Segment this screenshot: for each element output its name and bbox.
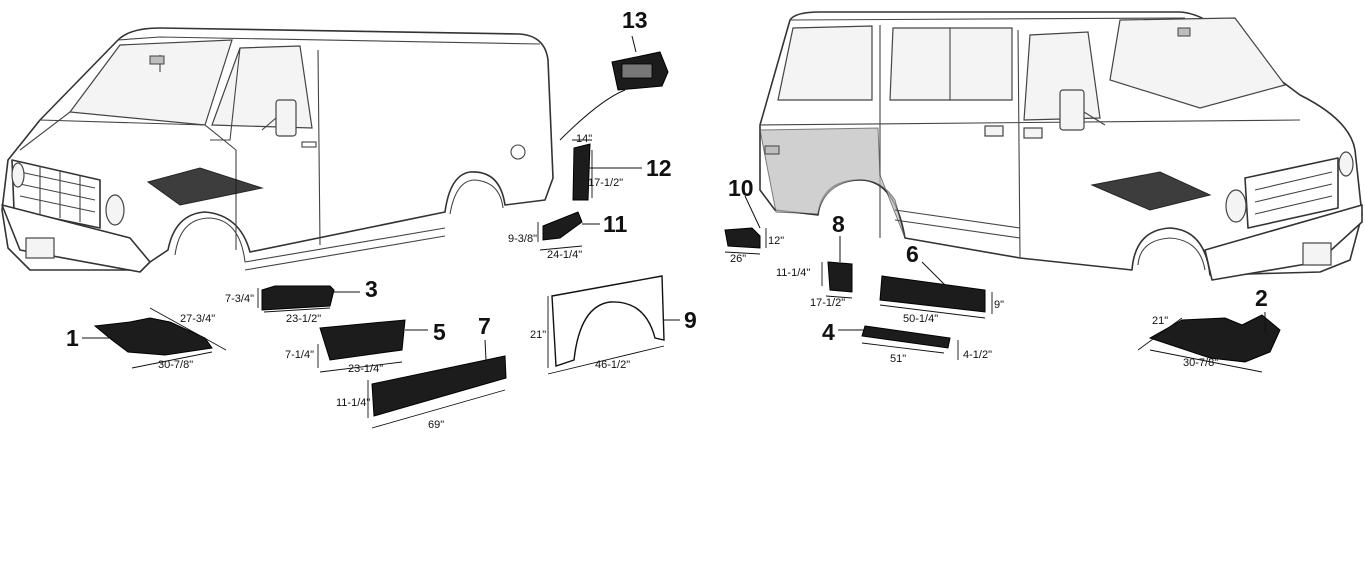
passenger-van-illustration [759, 11, 1363, 281]
part-number-label: 1 [66, 325, 79, 351]
dimension-label: 69" [428, 419, 444, 431]
dimension-label: 4-1/2" [963, 349, 992, 361]
dimension-label: 50-1/4" [903, 313, 938, 325]
part-2: 2 21" 30-7/8" [1137, 285, 1281, 373]
part-number-label: 4 [822, 319, 835, 345]
part-1: 1 27-3/4" 30-7/8" [66, 307, 227, 371]
dimension-label: 9" [994, 299, 1004, 311]
part-number-label: 13 [622, 7, 648, 33]
dimension-label: 27-3/4" [180, 313, 215, 325]
dimension-label: 17-1/2" [588, 177, 623, 189]
part-number-label: 3 [365, 276, 378, 302]
part-number-label: 8 [832, 211, 845, 237]
dimension-label: 26" [730, 253, 746, 265]
dimension-label: 46-1/2" [595, 359, 630, 371]
dimension-label: 51" [890, 353, 906, 365]
dimension-label: 30-7/8" [1183, 357, 1218, 369]
dimension-label: 21" [530, 329, 546, 341]
part-number-label: 5 [433, 319, 446, 345]
dimension-label: 21" [1152, 315, 1168, 327]
part-number-label: 7 [478, 313, 491, 339]
part-11: 11 9-3/8" 24-1/4" [508, 211, 628, 261]
part-number-label: 12 [646, 155, 672, 181]
dimension-label: 11-1/4" [336, 397, 370, 409]
part-12: 12 14" 17-1/2" [572, 133, 672, 201]
part-number-label: 2 [1255, 285, 1268, 311]
dimension-label: 23-1/2" [286, 313, 321, 325]
part-13: 13 [559, 7, 669, 141]
part-8: 8 11-1/4" 17-1/2" [776, 211, 853, 309]
part-6: 6 50-1/4" 9" [879, 241, 1004, 325]
dimension-label: 30-7/8" [158, 359, 193, 371]
part-7: 7 11-1/4" 69" [336, 313, 507, 431]
dimension-label: 23-1/4" [348, 363, 383, 375]
part-number-label: 10 [728, 175, 754, 201]
part-3: 3 7-3/4" 23-1/2" [225, 276, 378, 325]
dimension-label: 24-1/4" [547, 249, 582, 261]
part-5: 5 7-1/4" 23-1/4" [285, 319, 446, 375]
part-9: 9 21" 46-1/2" [530, 275, 697, 375]
part-10: 10 12" 26" [724, 175, 784, 265]
dimension-label: 14" [576, 133, 592, 145]
dimension-label: 17-1/2" [810, 297, 845, 309]
dimension-label: 9-3/8" [508, 233, 537, 245]
dimension-label: 7-1/4" [285, 349, 314, 361]
part-number-label: 11 [603, 211, 628, 237]
dimension-label: 12" [768, 235, 784, 247]
part-number-label: 9 [684, 307, 697, 333]
part-4: 4 51" 4-1/2" [822, 319, 992, 365]
dimension-label: 7-3/4" [225, 293, 254, 305]
part-number-label: 6 [906, 241, 919, 267]
cargo-van-illustration [1, 27, 554, 273]
dimension-label: 11-1/4" [776, 267, 810, 279]
